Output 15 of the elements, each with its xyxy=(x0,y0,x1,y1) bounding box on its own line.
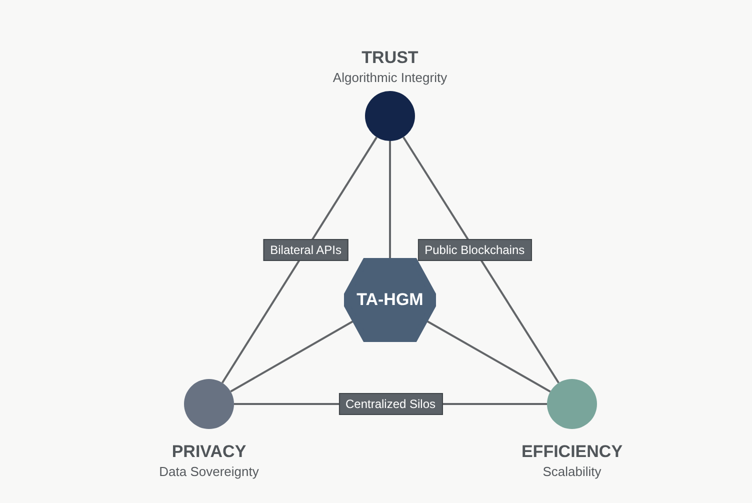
connector-line xyxy=(230,319,356,392)
node-subtitle: Scalability xyxy=(542,463,602,481)
edge-label: Public Blockchains xyxy=(418,238,532,261)
node-label: TA-HGM xyxy=(356,289,424,312)
node-subtitle: Algorithmic Integrity xyxy=(332,69,448,87)
connector-line xyxy=(402,136,560,384)
node-subtitle: Data Sovereignty xyxy=(159,463,259,481)
edge-label: Centralized Silos xyxy=(338,393,443,415)
connector-line xyxy=(389,141,391,258)
node-heading: PRIVACY xyxy=(172,441,246,463)
connector-line xyxy=(424,319,551,392)
node-heading: EFFICIENCY xyxy=(521,441,623,463)
node-heading: TRUST xyxy=(362,47,418,69)
edge-label: Bilateral APIs xyxy=(263,238,349,261)
connector-line xyxy=(221,136,378,384)
